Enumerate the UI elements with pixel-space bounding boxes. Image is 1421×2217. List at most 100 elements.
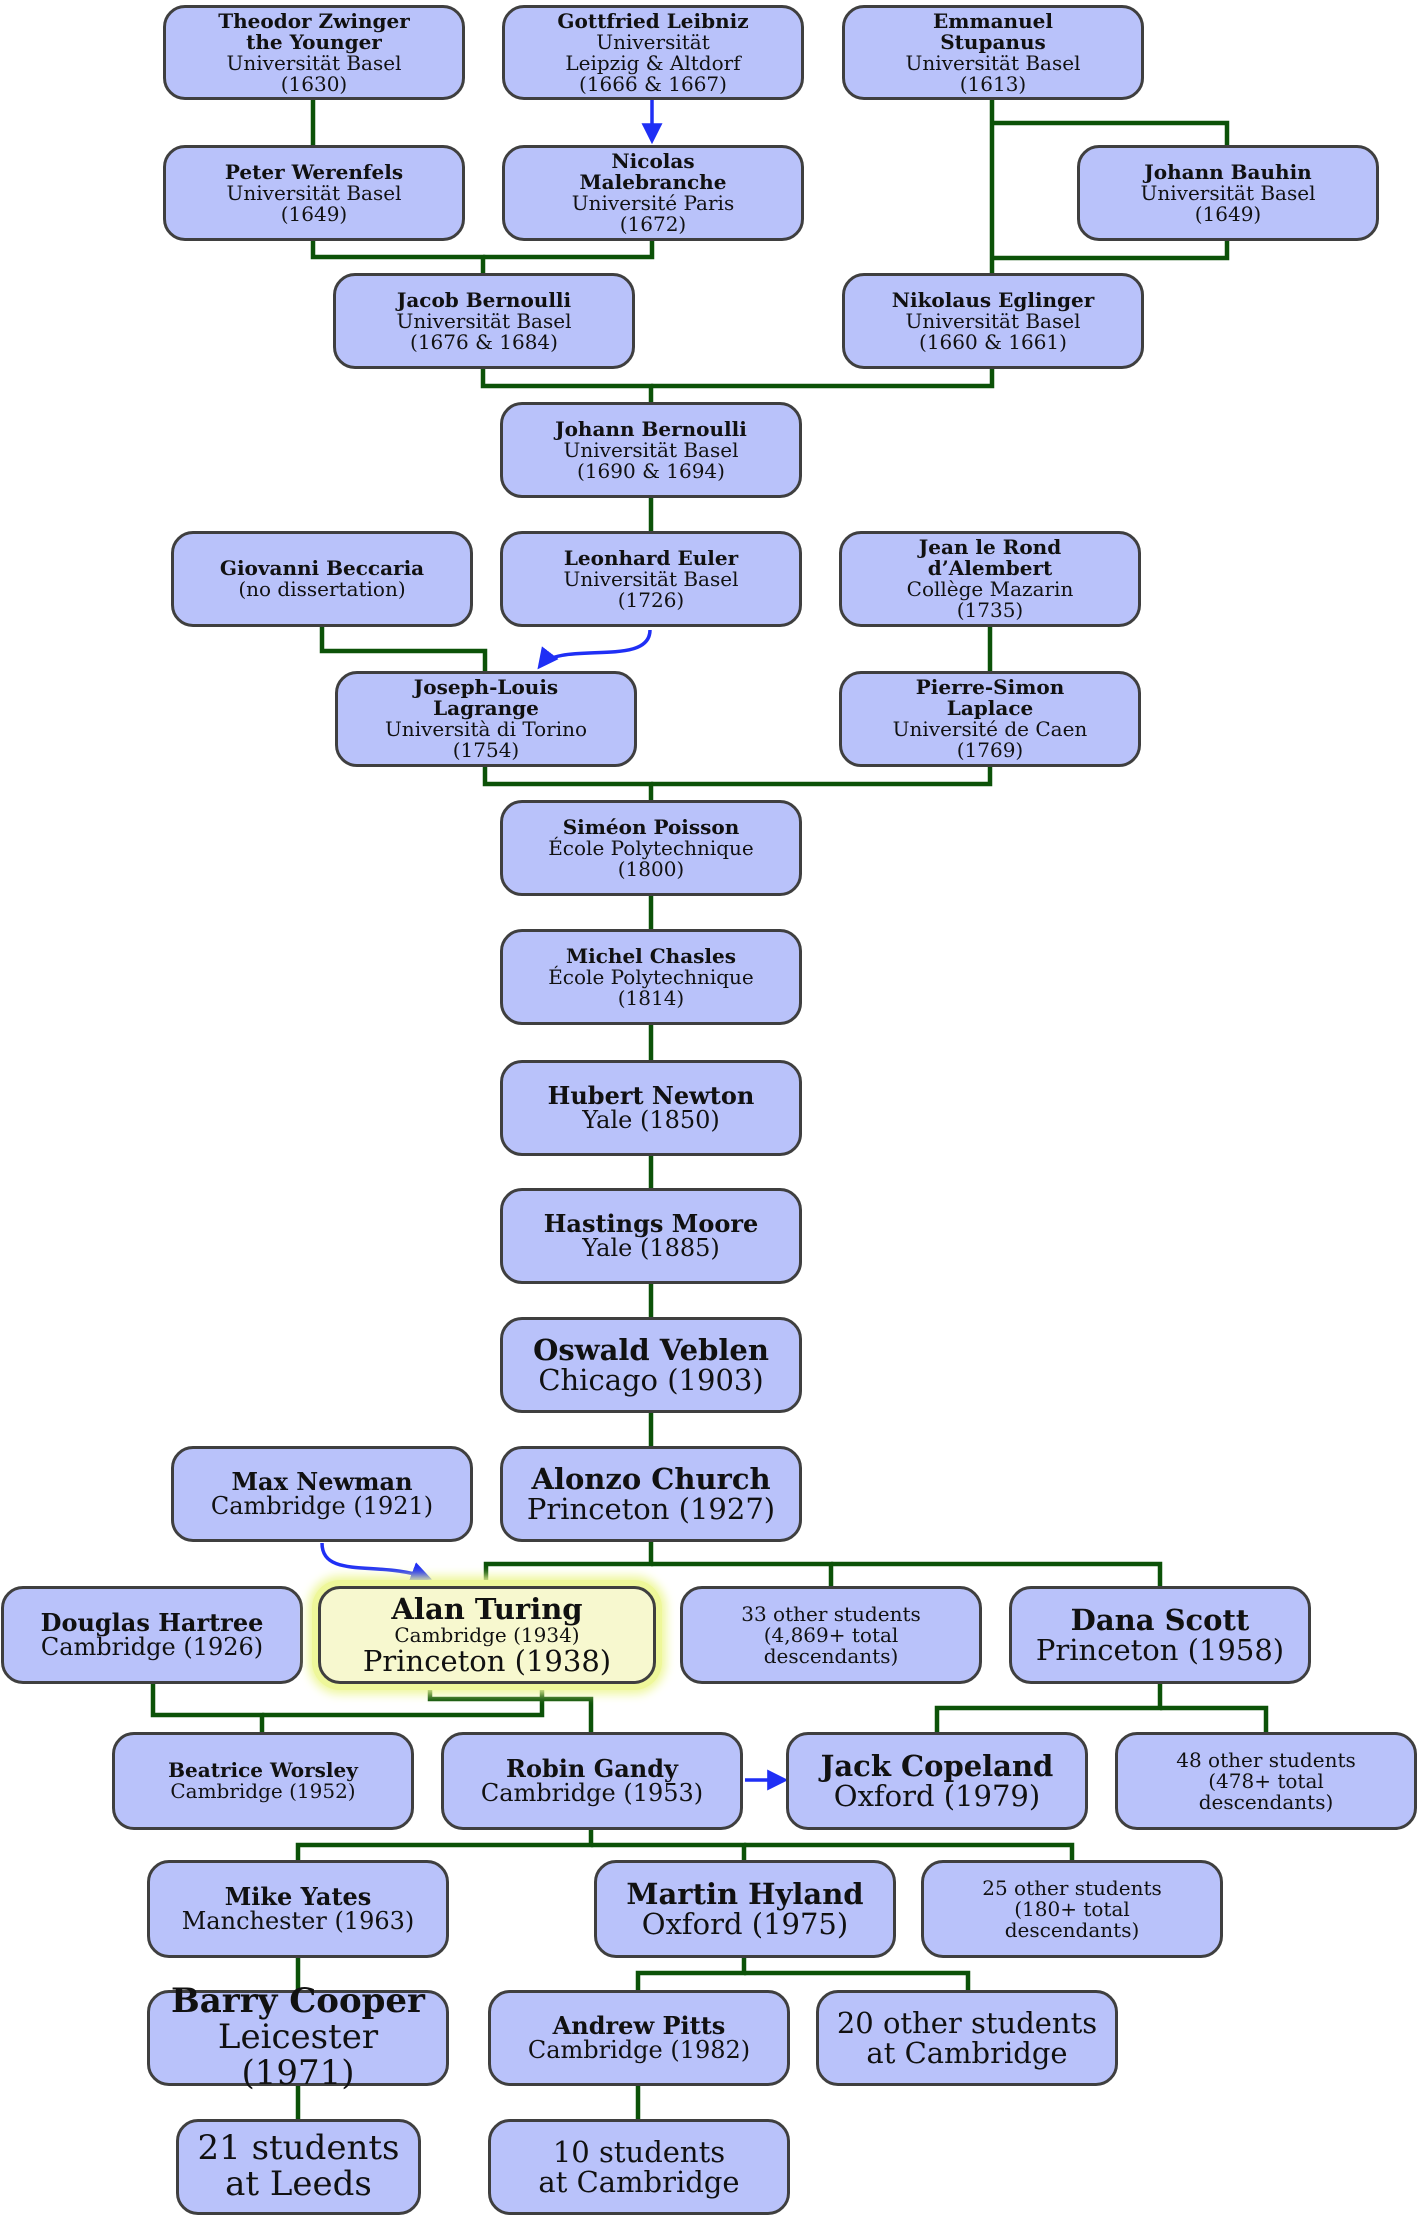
node-detail-line: Universität Basel (396, 308, 572, 333)
node-detail-line: Cambridge (1953) (480, 1779, 704, 1807)
node-detail-line: (1672) (619, 212, 687, 236)
node-name-line: Jacob Bernoulli (396, 287, 572, 312)
node-name-line: (180+ total (1014, 1896, 1130, 1921)
node-detail-line: Cambridge (1926) (40, 1633, 264, 1661)
node-name-line: (4,869+ total (763, 1622, 899, 1647)
edge-church-other33 (651, 1561, 834, 1587)
node-detail-line: École Polytechnique (548, 964, 754, 989)
node-detail-line: (1649) (1194, 201, 1262, 226)
node-detail-line: Oxford (1979) (833, 1779, 1041, 1813)
node-name-line: Leonhard Euler (563, 545, 739, 570)
edge-scott-copeland (934, 1683, 1163, 1733)
node-name-line: (478+ total (1208, 1768, 1324, 1793)
node-detail-line: Universität Basel (563, 437, 739, 462)
node-detail-line: Universität Basel (226, 180, 402, 205)
node-detail-line: Leipzig & Altdorf (565, 50, 741, 75)
node-detail-line: (no dissertation) (238, 577, 406, 601)
node-name-line: Alonzo Church (531, 1461, 771, 1496)
edge-hartree-turing (262, 1683, 545, 1718)
node-detail-line: Universität Basel (905, 50, 1081, 75)
node-detail-line: Chicago (1903) (538, 1363, 764, 1397)
node-detail-line: (1726) (617, 587, 685, 612)
node-name-line: descendants) (1198, 1789, 1334, 1814)
node-detail-line: (1800) (617, 856, 685, 881)
edge-hartree-worsley (150, 1683, 265, 1733)
node-detail-line: Yale (1850) (582, 1106, 720, 1134)
node-detail-line: Universität (596, 29, 710, 54)
node-name-line: Max Newman (231, 1466, 413, 1496)
edge-laplace-poisson (651, 766, 993, 787)
node-name-line: d’Alembert (927, 556, 1053, 580)
node-detail-line: (1660 & 1661) (919, 329, 1067, 354)
edge-hyland-other20 (744, 1970, 971, 1991)
node-name-line: Nikolaus Eglinger (891, 287, 1095, 312)
node-detail-line: at Cambridge (866, 2036, 1068, 2070)
node-name-line: Jack Copeland (820, 1748, 1054, 1783)
edge-malebranche-jbernoulli (483, 240, 655, 260)
node-detail-line: (1666 & 1667) (579, 71, 727, 96)
node-name-line: Mike Yates (224, 1881, 372, 1911)
node-name-line: Barry Cooper (171, 1981, 425, 2022)
node-detail-line: (1676 & 1684) (410, 329, 558, 354)
node-name-line: Gottfried Leibniz (557, 8, 749, 33)
node-detail-line: Manchester (1963) (181, 1907, 415, 1935)
node-name-line: Hastings Moore (543, 1208, 759, 1238)
node-detail-line: (1613) (959, 71, 1027, 96)
node-name-line: Robin Gandy (506, 1753, 678, 1783)
node-detail-line: (1814) (617, 985, 685, 1010)
node-detail-line: (1769) (956, 738, 1024, 762)
node-beccaria: Giovanni Beccaria(no dissertation) (171, 531, 473, 627)
node-name-line: Pierre-Simon (915, 675, 1065, 699)
node-detail-line: École Polytechnique (548, 835, 754, 860)
node-detail-line: Universität Basel (905, 308, 1081, 333)
node-name-line: the Younger (246, 29, 382, 54)
node-detail-line: Universität Basel (1140, 180, 1316, 205)
edge-gandy-other25 (744, 1842, 1075, 1861)
edge-beccaria-lagrange (319, 626, 488, 672)
edge-werenfels-jbernoulli (310, 240, 486, 274)
edge-lagrange-poisson (482, 766, 654, 801)
node-name-line: Douglas Hartree (40, 1607, 264, 1637)
edge-bauhin-eglinger (992, 240, 1230, 261)
node-detail-line: Oxford (1975) (641, 1907, 849, 1941)
node-detail-line: Leicester (1971) (217, 2017, 379, 2093)
tree-edges (150, 100, 1269, 2120)
node-name-line: Alan Turing (391, 1592, 583, 1627)
node-detail-line: 20 other students (836, 2005, 1098, 2040)
node-detail-line: Collège Mazarin (906, 577, 1074, 601)
node-name-line: Jean le Rond (918, 535, 1062, 559)
node-name-line: Dana Scott (1070, 1602, 1250, 1637)
node-name-line: 48 other students (1176, 1747, 1356, 1772)
node-name-line: Theodor Zwinger (218, 8, 410, 33)
node-name-line: Peter Werenfels (224, 159, 404, 184)
node-detail-line: (1690 & 1694) (577, 458, 725, 483)
node-detail-line: 21 students (197, 2128, 400, 2169)
node-detail-line: Université de Caen (892, 717, 1088, 741)
node-name-line: Martin Hyland (626, 1876, 864, 1911)
node-name-line: Giovanni Beccaria (219, 556, 425, 580)
edge-church-children (483, 1541, 654, 1587)
